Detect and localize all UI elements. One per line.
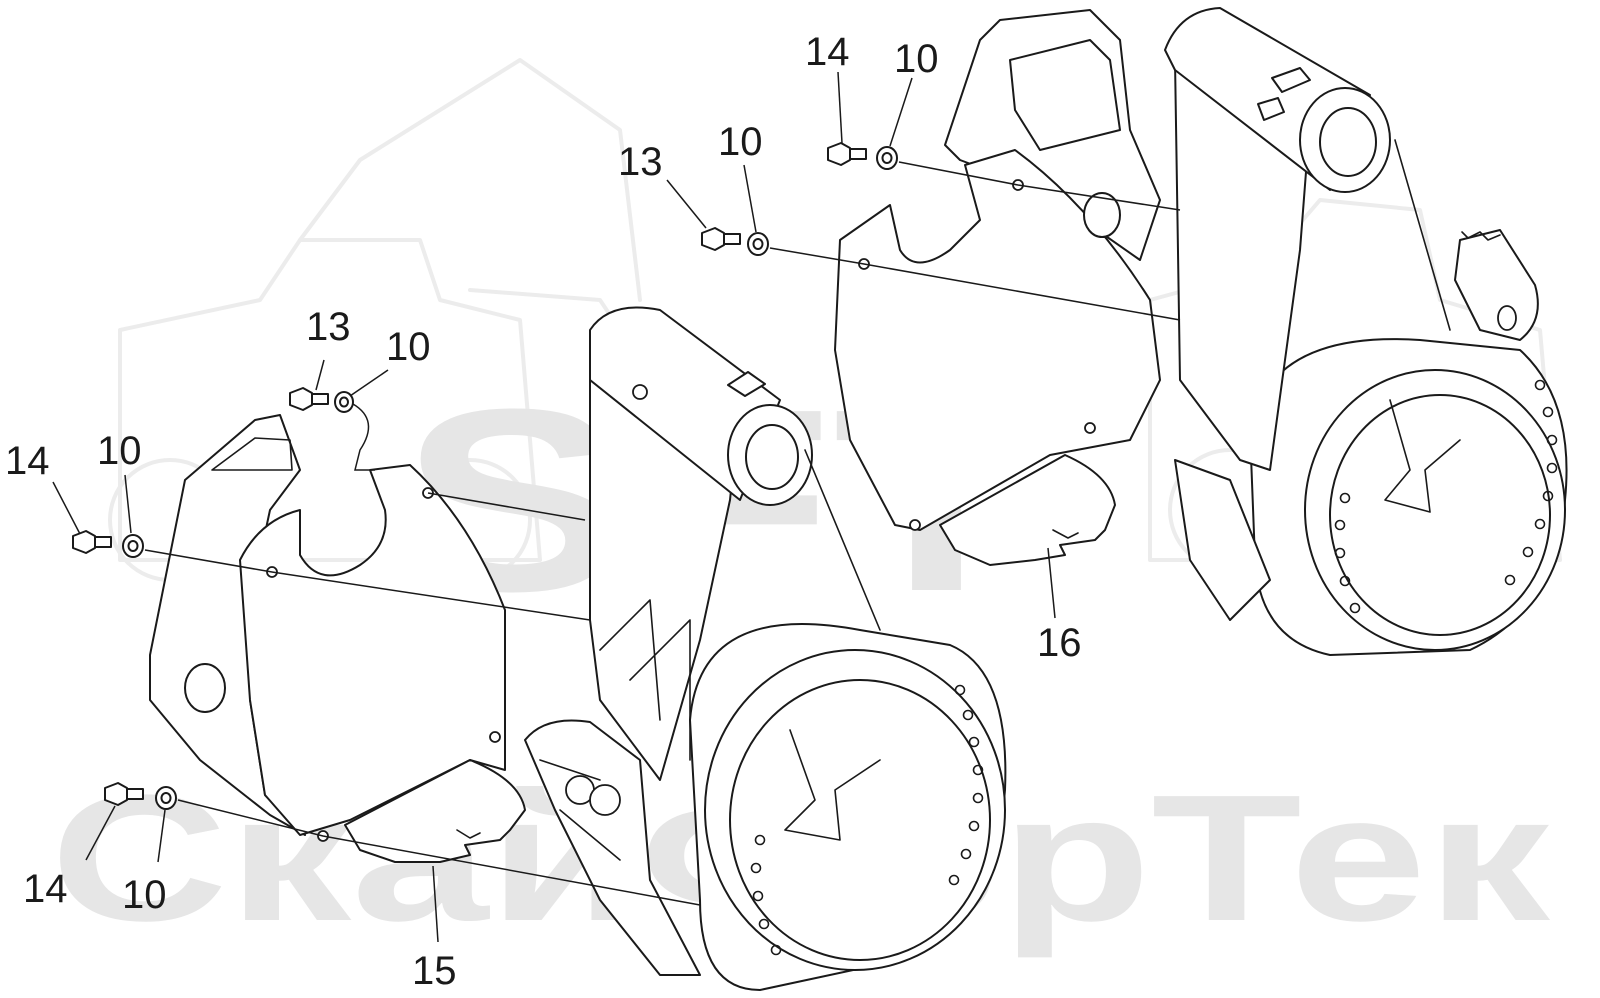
washer-10-left-bottom: [155, 786, 177, 810]
callout-labels: 14 10 13 10 13 10 14 10 14 10 16 15: [5, 30, 1082, 993]
callout-16: 16: [1037, 621, 1082, 665]
bolt-14-left-bottom: [104, 782, 144, 806]
bolt-13-right: [701, 227, 741, 251]
callout-14-left-bottom: 14: [23, 867, 68, 911]
washer-10-left-top: [334, 391, 354, 413]
callout-14-left-mid: 14: [5, 439, 50, 483]
left-lower-clevis: [524, 719, 701, 976]
callout-10-right-top: 10: [894, 37, 939, 81]
callout-10-right-mid: 10: [718, 120, 763, 164]
callout-13-right: 13: [618, 140, 663, 184]
washer-10-right-mid: [747, 232, 769, 256]
callout-10-left-bottom: 10: [122, 873, 167, 917]
left-guard-plate: [149, 414, 506, 842]
washer-10-right-top: [876, 146, 898, 170]
left-fasteners: [72, 387, 354, 810]
left-bracket-assembly: [72, 306, 1007, 991]
right-upright-arm: [1164, 7, 1451, 621]
bolt-14-right: [827, 142, 867, 166]
callout-leaders: [52, 71, 1056, 943]
callout-10-left-mid: 10: [97, 429, 142, 473]
left-assembly-lines: [144, 403, 701, 906]
callout-14-right: 14: [805, 30, 850, 74]
right-plate-16: [939, 454, 1116, 566]
washer-10-left-mid: [122, 534, 144, 558]
left-ring-housing: [689, 623, 1007, 991]
right-guard-plate: [834, 9, 1161, 531]
left-upright-arm: [589, 306, 881, 781]
right-fasteners: [701, 142, 898, 256]
bolt-14-left-mid: [72, 530, 112, 554]
right-ring-housing: [1249, 338, 1568, 656]
right-assembly-lines: [769, 161, 1181, 321]
left-ring-bolt-holes: [750, 684, 984, 956]
right-ring-bolt-holes: [1334, 379, 1558, 614]
callout-15: 15: [412, 949, 457, 993]
bolt-13-left: [289, 387, 329, 411]
right-bracket-assembly: [701, 7, 1568, 656]
right-lug: [1454, 229, 1539, 341]
callout-13-left: 13: [306, 305, 351, 349]
callout-10-left-top: 10: [386, 325, 431, 369]
